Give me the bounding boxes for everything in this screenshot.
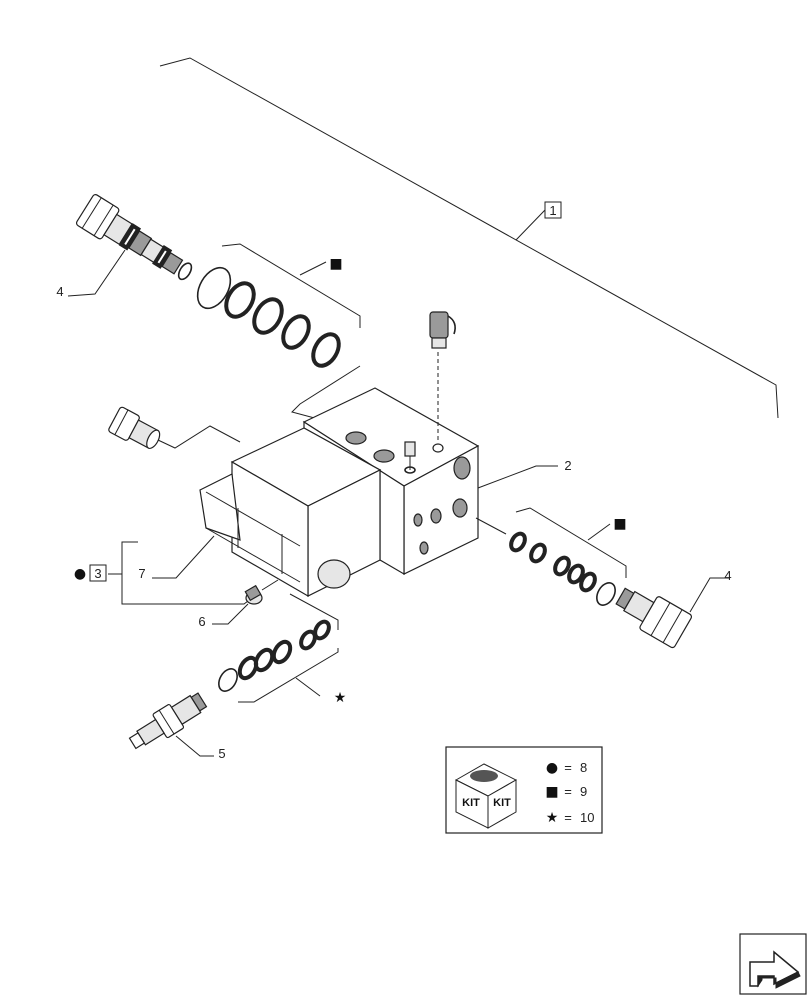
legend-eq-2: = [564,784,572,799]
leader-block-to-rings [289,593,339,630]
callout-2: 2 [564,458,571,473]
legend-eq-1: = [564,760,572,775]
assembly-bracket: 1 [159,57,779,419]
callout-box-3[interactable] [89,564,107,582]
callout-7: 7 [138,566,145,581]
kit-box-icon: KIT KIT [454,763,518,829]
callout-4-top: 4 [56,284,63,299]
hex-plug-left[interactable] [108,406,241,454]
legend-value-8: 8 [580,760,587,775]
callout-1: 1 [549,203,556,218]
callout-6: 6 [198,614,205,629]
legend-value-10: 10 [580,810,594,825]
pressure-switch-top[interactable] [429,311,456,349]
legend-circle-symbol: ● [546,760,558,776]
kit-legend: KIT KIT ● = 8 ■ = 9 ★ = 10 [445,746,603,834]
kit-circle-symbol: ● [74,566,86,582]
solenoid-stack[interactable] [199,427,382,598]
seal-rings-lower[interactable]: ★ [215,619,346,706]
seal-rings-top[interactable]: ■ [191,243,361,370]
kit-text-right: KIT [493,797,511,809]
callout-5: 5 [218,746,225,761]
callout-box-1[interactable] [544,201,562,219]
kit-text-left: KIT [462,797,480,809]
leader-2 [477,465,558,489]
kit-star-symbol: ★ [334,690,347,706]
seal-group-bracket: ● 3 7 [74,535,253,605]
callout-3: 3 [94,566,101,581]
kit-square-symbol-right: ■ [613,516,626,532]
relief-valve-right[interactable]: 4 [611,568,732,649]
kit-square-symbol-top: ■ [329,256,342,272]
callout-4-right: 4 [724,568,731,583]
legend-value-9: 9 [580,784,587,799]
seal-rings-right[interactable]: ■ [475,507,627,608]
sensor-5[interactable]: 5 [125,688,226,761]
relief-valve-top-left[interactable]: 4 [56,193,198,299]
legend-star-symbol: ★ [546,810,559,826]
valve-block[interactable] [302,352,480,576]
legend-eq-3: = [564,810,572,825]
legend-square-symbol: ■ [545,784,558,800]
next-page-arrow-icon[interactable] [739,933,807,995]
plug-6[interactable]: 6 [198,579,279,629]
leader-rings-to-block [291,365,361,421]
